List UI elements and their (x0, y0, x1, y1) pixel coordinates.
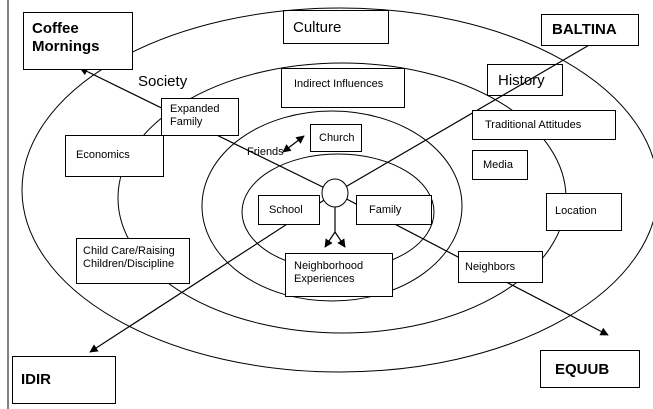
neighbors-box: Neighbors (458, 251, 543, 283)
stem-arrow-right (334, 231, 346, 248)
neighborhood-experiences-box: Neighborhood Experiences (285, 253, 393, 297)
baltina-box: BALTINA (541, 14, 639, 46)
coffee-mornings-box: Coffee Mornings (23, 12, 133, 70)
stem-arrow-left (324, 231, 336, 248)
idir-box: IDIR (12, 356, 116, 404)
history-label: History (498, 72, 545, 89)
child-care-box: Child Care/Raising Children/Discipline (76, 238, 190, 284)
location-box: Location (546, 193, 622, 231)
school-box: School (258, 195, 320, 225)
culture-box (283, 10, 389, 44)
middle-ring (201, 110, 463, 302)
family-box: Family (356, 195, 432, 225)
culture-ring (21, 7, 653, 373)
equub-box: EQUUB (540, 350, 640, 388)
media-box: Media (472, 150, 528, 180)
economics-box: Economics (65, 135, 164, 177)
culture-label: Culture (293, 19, 342, 36)
indirect-influences-box: Indirect Influences (281, 68, 405, 108)
traditional-attitudes-box: Traditional Attitudes (472, 110, 616, 140)
friends-label: Friends (247, 146, 284, 158)
society-label: Society (138, 73, 188, 90)
church-box: Church (310, 124, 362, 152)
history-box (487, 64, 563, 96)
friends-church-arrow (282, 135, 305, 153)
expanded-family-box: Expanded Family (161, 98, 239, 136)
